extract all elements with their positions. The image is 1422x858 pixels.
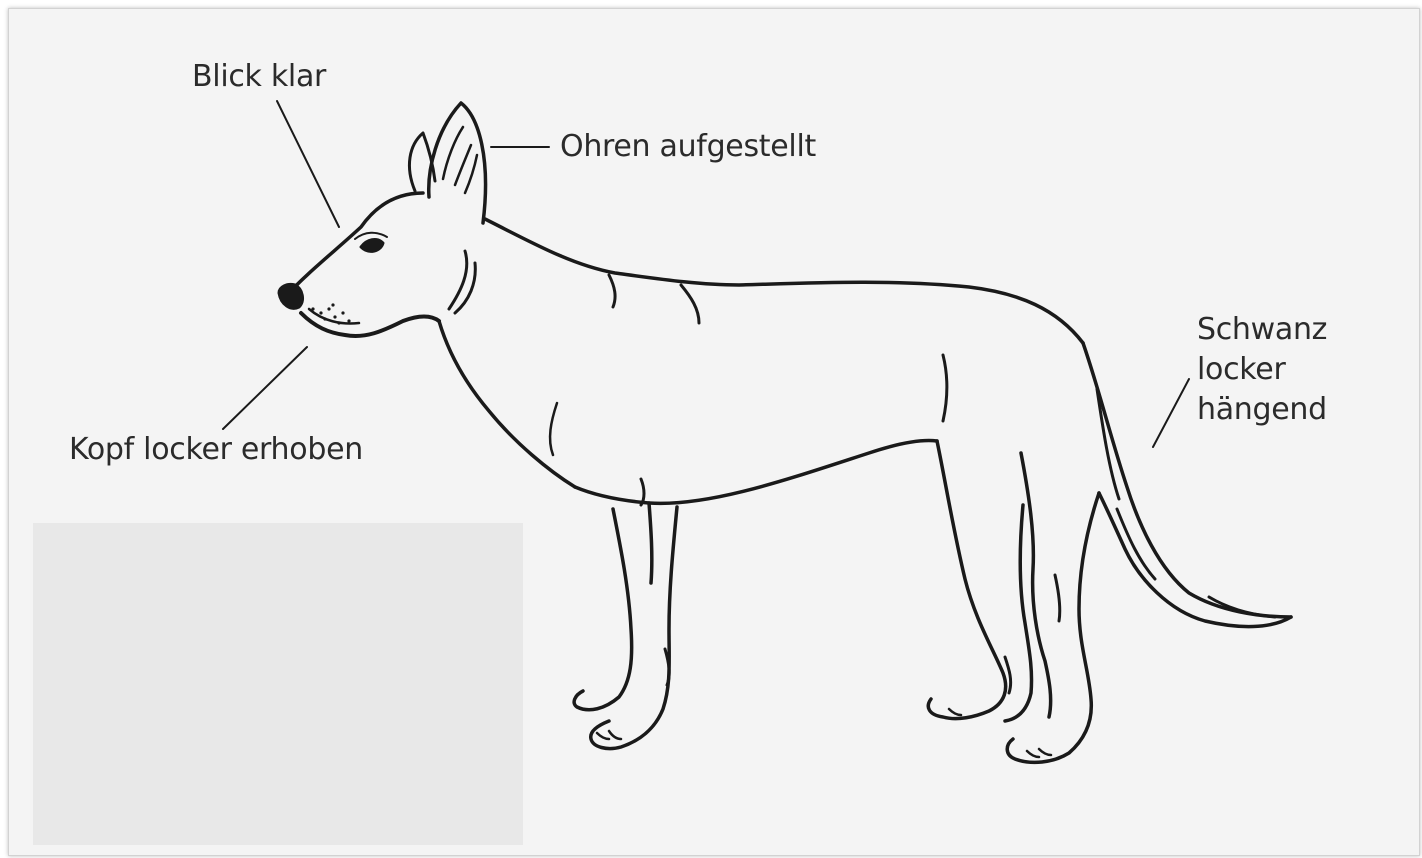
dog-hind-leg-far	[928, 441, 1005, 719]
dog-shoulder	[550, 403, 557, 455]
dog-hind-leg-near-front	[1021, 453, 1051, 717]
dog-nose	[279, 284, 302, 308]
dog-paw-toes	[597, 709, 1051, 757]
dog-front-leg-near	[591, 507, 677, 749]
leader-line-eyes	[277, 101, 339, 227]
dog-throat	[439, 321, 575, 487]
dog-eye	[361, 240, 383, 252]
label-tail-line-3: hängend	[1197, 390, 1377, 430]
label-tail: Schwanz locker hängend	[1197, 310, 1377, 430]
label-tail-line-1: Schwanz	[1197, 310, 1377, 350]
dog-front-leg-near-front	[649, 503, 652, 583]
leader-line-tail	[1153, 379, 1189, 447]
dog-ear-inner	[443, 127, 477, 193]
dog-front-ear	[429, 103, 486, 223]
leader-line-head	[223, 347, 307, 429]
dog-front-shade	[641, 479, 669, 685]
label-tail-line-2: locker	[1197, 350, 1377, 390]
label-ears: Ohren aufgestellt	[560, 127, 816, 167]
dog-tail-bottom	[1099, 493, 1291, 627]
dog-front-leg-far	[574, 509, 632, 710]
dog-hind-shade	[943, 355, 1060, 693]
dog-belly	[575, 441, 937, 504]
dog-neck-back	[485, 219, 1083, 343]
label-eyes: Blick klar	[192, 57, 326, 97]
illustration-card: Blick klar Ohren aufgestellt Kopf locker…	[8, 8, 1420, 856]
label-head: Kopf locker erhoben	[69, 430, 363, 470]
dog-brow	[355, 233, 387, 239]
dog-head-top	[285, 193, 423, 297]
